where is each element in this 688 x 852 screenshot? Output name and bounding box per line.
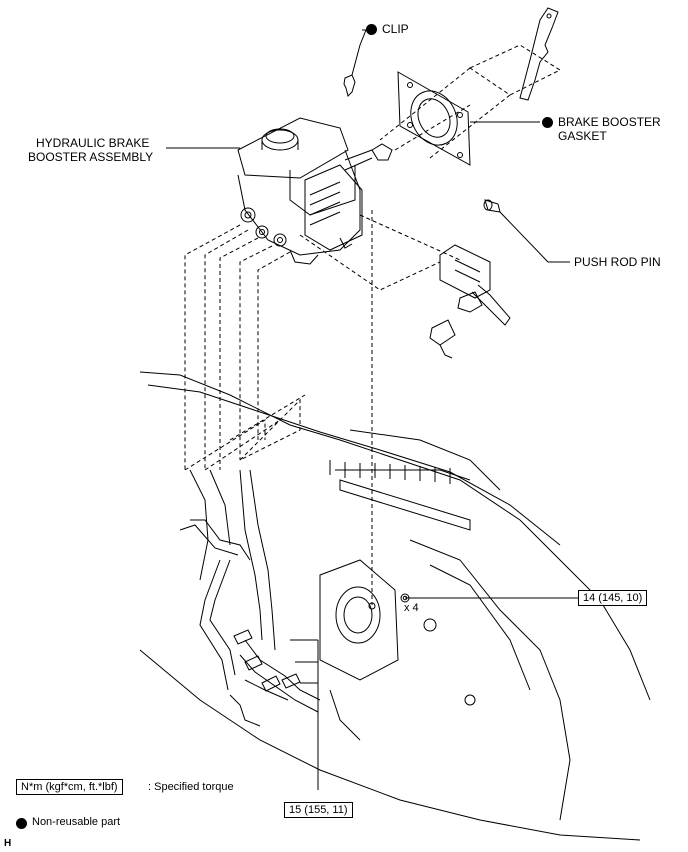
legend-non-reusable-dot — [16, 818, 27, 829]
projection-lines — [184, 210, 461, 605]
gasket-label-line1: BRAKE BOOSTER — [558, 115, 661, 129]
gasket-label-line2: GASKET — [558, 129, 607, 143]
corner-code: H — [4, 838, 12, 849]
brake-pedal-lever — [519, 7, 559, 101]
legend-non-reusable-text: Non-reusable part — [32, 816, 121, 828]
torque-lines-box: 15 (155, 11) — [284, 802, 353, 818]
quantity-label: x 4 — [404, 602, 419, 614]
gasket-part — [397, 71, 471, 166]
gasket-non-reusable-dot — [542, 117, 553, 128]
connector-parts — [429, 244, 511, 359]
push-rod-pin-label: PUSH ROD PIN — [574, 255, 661, 269]
booster-assembly — [237, 117, 373, 265]
vehicle-body — [139, 371, 651, 841]
legend-unit-text: : Specified torque — [148, 781, 234, 793]
clip-label: CLIP — [382, 22, 409, 36]
torque-nut-box: 14 (145, 10) — [578, 590, 648, 606]
legend-unit-box: N*m (kgf*cm, ft.*lbf) — [16, 779, 123, 795]
clip-part — [343, 29, 367, 97]
clip-non-reusable-dot — [366, 24, 377, 35]
pedal-projection-box — [468, 44, 562, 96]
push-rod-pin-part — [483, 199, 501, 213]
hydraulic-booster-label-line1: HYDRAULIC BRAKE — [36, 136, 150, 150]
hydraulic-booster-label-line2: BOOSTER ASSEMBLY — [28, 150, 154, 164]
